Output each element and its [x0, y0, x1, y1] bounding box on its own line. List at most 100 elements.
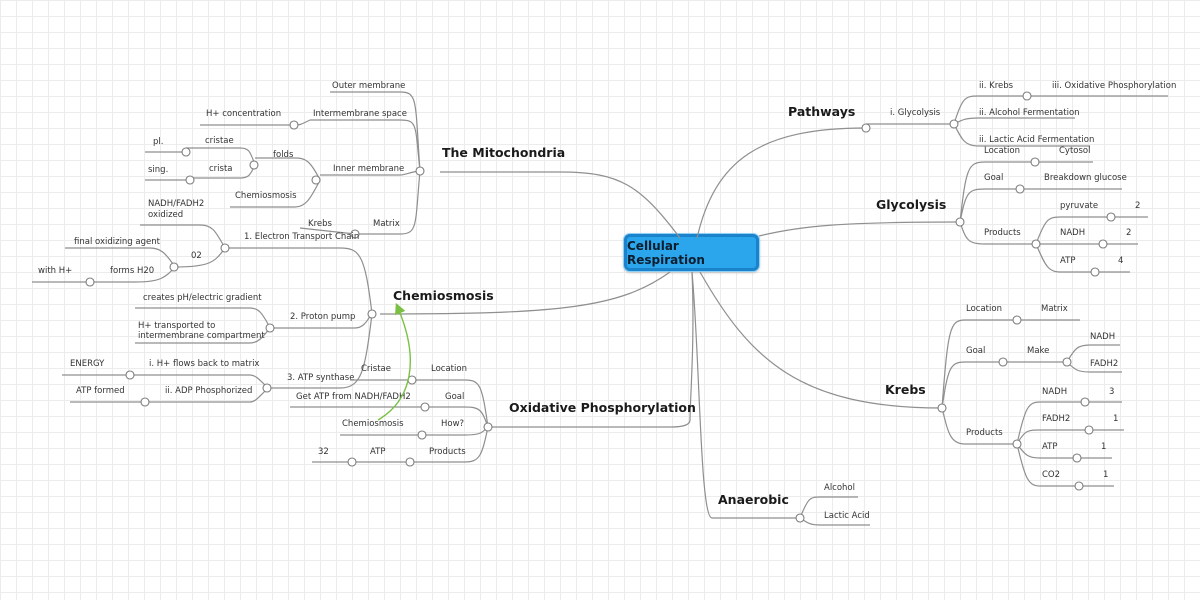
krebs-goal-toggle[interactable] [998, 357, 1008, 367]
krebs-matrix-label: Matrix [1041, 304, 1068, 314]
o2-toggle[interactable] [169, 262, 179, 272]
krebs-co2-toggle[interactable] [1074, 481, 1084, 491]
intermembrane-space-label: Intermembrane space [313, 109, 407, 119]
krebs-location-toggle[interactable] [1012, 315, 1022, 325]
krebs-co2-label: CO2 [1042, 470, 1060, 480]
relationship-arrow [377, 302, 411, 421]
products-toggle[interactable] [405, 457, 415, 467]
inner-membrane-label: Inner membrane [333, 164, 404, 174]
atp-toggle[interactable] [347, 457, 357, 467]
krebs-fadh2-toggle[interactable] [1084, 425, 1094, 435]
h-transported-label: H+ transported to [138, 321, 215, 331]
gly-goal-toggle[interactable] [1015, 184, 1025, 194]
gly-nadh-label: NADH [1060, 228, 1085, 238]
energy-label: ENERGY [70, 359, 105, 369]
matrix-label: Matrix [373, 219, 400, 229]
gly-products-label: Products [984, 228, 1021, 238]
singular-label: sing. [148, 165, 168, 175]
krebs-atp-toggle[interactable] [1072, 453, 1082, 463]
chemiosmosis-toggle[interactable] [367, 309, 377, 319]
chemiosmosis-title: Chemiosmosis [393, 288, 494, 303]
final-agent-label: final oxidizing agent [74, 237, 161, 247]
krebs-atp-label: ATP [1042, 442, 1057, 452]
make-label: Make [1027, 346, 1049, 356]
forms-h2o-toggle[interactable] [85, 277, 95, 287]
pathways-toggle[interactable] [861, 123, 871, 133]
gradient-label: creates pH/electric gradient [143, 293, 262, 303]
gly-atp-toggle[interactable] [1090, 267, 1100, 277]
proton-pump-label: 2. Proton pump [290, 312, 355, 322]
krebs-sub-label: Krebs [308, 219, 333, 229]
outer-membrane-label: Outer membrane [332, 81, 405, 91]
glycolysis-toggle[interactable] [955, 217, 965, 227]
atp-count-label: 32 [318, 447, 329, 457]
cristae-value: Cristae [361, 364, 391, 374]
oxphos-toggle[interactable] [483, 422, 493, 432]
krebs-path-label: ii. Krebs [979, 81, 1014, 91]
glycolysis-path-toggle[interactable] [949, 119, 959, 129]
proton-pump-toggle[interactable] [265, 323, 275, 333]
gly-nadh-toggle[interactable] [1098, 239, 1108, 249]
krebs-nadh-label: NADH [1042, 387, 1067, 397]
chemiosmosis-sub-label: Chemiosmosis [235, 191, 297, 201]
krebs-nadh-toggle[interactable] [1080, 397, 1090, 407]
krebs-make-nadh: NADH [1090, 332, 1115, 342]
krebs-path-toggle[interactable] [1022, 91, 1032, 101]
alcohol-path-label: ii. Alcohol Fermentation [979, 108, 1080, 118]
goal-label: Goal [445, 392, 464, 402]
cytosol-label: Cytosol [1059, 146, 1091, 156]
krebs-co2-count: 1 [1103, 470, 1108, 480]
krebs-products-toggle[interactable] [1012, 439, 1022, 449]
products-label: Products [429, 447, 466, 457]
how-label: How? [441, 419, 464, 429]
central-topic[interactable]: Cellular Respiration [624, 234, 759, 271]
o2-label: 02 [191, 251, 202, 261]
folds-label: folds [273, 150, 294, 160]
oxphos-path-label: iii. Oxidative Phosphorylation [1052, 81, 1176, 91]
krebs-goal-label: Goal [966, 346, 985, 356]
anaerobic-toggle[interactable] [795, 513, 805, 523]
etc-toggle[interactable] [220, 243, 230, 253]
pyruvate-label: pyruvate [1060, 201, 1098, 211]
anaerobic-branch: Anaerobic Alcohol Lactic Acid [718, 483, 870, 526]
make-toggle[interactable] [1062, 357, 1072, 367]
h-concentration-toggle[interactable] [289, 120, 299, 130]
krebs-atp-count: 1 [1101, 442, 1106, 452]
cristae-label: cristae [205, 136, 234, 146]
lactic-path-label: ii. Lactic Acid Fermentation [979, 135, 1094, 145]
mitochondria-branch: The Mitochondria Outer membrane Intermem… [145, 81, 565, 239]
folds-toggle[interactable] [249, 160, 259, 170]
krebs-toggle[interactable] [937, 403, 947, 413]
atp-value: ATP [370, 447, 385, 457]
mitochondria-title: The Mitochondria [442, 145, 565, 160]
pyruvate-toggle[interactable] [1106, 212, 1116, 222]
root-connectors [379, 127, 961, 519]
crista-label: crista [209, 164, 233, 174]
oxidized-label: oxidized [148, 210, 183, 220]
with-h-label: with H+ [38, 266, 72, 276]
krebs-products-label: Products [966, 428, 1003, 438]
cristae-toggle[interactable] [181, 147, 191, 157]
gly-location-toggle[interactable] [1030, 157, 1040, 167]
plural-label: pl. [153, 137, 163, 147]
atp-synthase-label: 3. ATP synthase [287, 373, 354, 383]
gly-nadh-count: 2 [1126, 228, 1131, 238]
goal-toggle[interactable] [420, 402, 430, 412]
gly-atp-count: 4 [1118, 256, 1123, 266]
intermembrane-comp-label: intermembrane compartment [138, 331, 265, 341]
atp-synthase-toggle[interactable] [262, 383, 272, 393]
glycolysis-title: Glycolysis [876, 197, 946, 212]
krebs-nadh-count: 3 [1109, 387, 1114, 397]
gly-products-toggle[interactable] [1031, 239, 1041, 249]
adp-label: ii. ADP Phosphorized [165, 386, 252, 396]
how-toggle[interactable] [417, 430, 427, 440]
matrix-toggle[interactable] [350, 229, 360, 239]
h-concentration-label: H+ concentration [206, 109, 281, 119]
oxphos-title: Oxidative Phosphorylation [509, 400, 696, 415]
adp-toggle[interactable] [140, 397, 150, 407]
inner-membrane-toggle[interactable] [311, 175, 321, 185]
crista-toggle[interactable] [185, 175, 195, 185]
h-flows-toggle[interactable] [125, 370, 135, 380]
how-value: Chemiosmosis [342, 419, 404, 429]
mitochondria-toggle[interactable] [415, 166, 425, 176]
